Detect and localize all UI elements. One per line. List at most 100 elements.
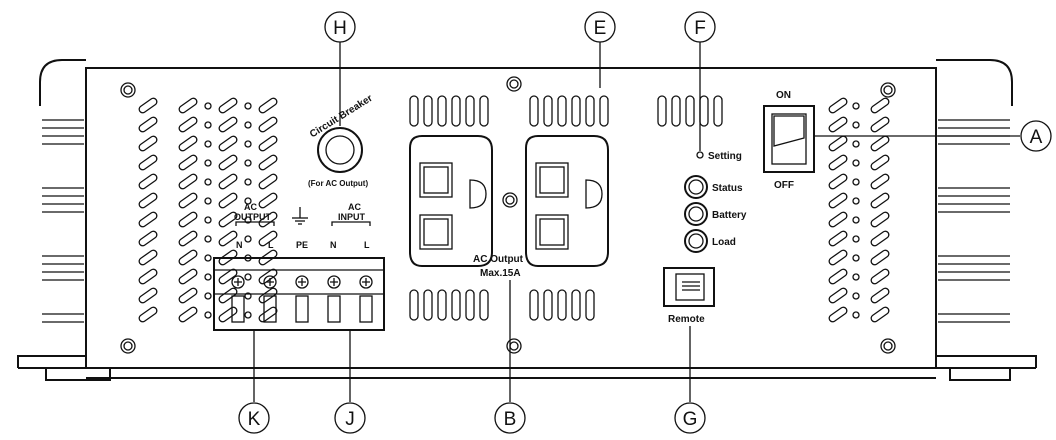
left-cooling-fins (42, 119, 84, 323)
vent-slot (543, 289, 553, 321)
vent-slot (178, 249, 198, 266)
vent-slot (870, 173, 890, 190)
callout-j: J (334, 402, 366, 434)
terminal-screw-icon (295, 275, 309, 323)
ac-output-terminal-label-top: AC (244, 202, 257, 212)
vent-slot (423, 95, 433, 127)
terminal-block (213, 257, 385, 331)
left-vent-slots (138, 97, 278, 323)
svg-text:A: A (1030, 127, 1043, 148)
vent-slot (258, 192, 278, 209)
vent-slot (138, 116, 158, 133)
vent-slot (437, 289, 447, 321)
vent-dot (244, 311, 252, 319)
power-switch (763, 105, 815, 173)
callout-a: A (1020, 120, 1052, 152)
vent-slot (258, 306, 278, 323)
vent-dot (852, 121, 860, 129)
vent-dot (204, 121, 212, 129)
vent-dot (852, 311, 860, 319)
remote-port (663, 267, 715, 307)
setting-label: Setting (708, 151, 742, 162)
terminal-screw-icon (327, 275, 341, 323)
vent-slot (828, 287, 848, 304)
vent-dot (204, 311, 212, 319)
vent-slot (465, 95, 475, 127)
bottom-vent-slots (409, 289, 595, 321)
max-current-label: Max.15A (480, 268, 521, 279)
terminal-l-input: L (364, 240, 370, 250)
vent-slot (178, 268, 198, 285)
vent-slot (870, 211, 890, 228)
vent-slot (828, 135, 848, 152)
battery-led (684, 202, 708, 226)
vent-slot (870, 154, 890, 171)
vent-dot (204, 197, 212, 205)
circuit-breaker-label: Circuit Breaker (308, 93, 375, 140)
callout-g: G (674, 402, 706, 434)
svg-text:B: B (504, 409, 517, 430)
vent-slot (178, 306, 198, 323)
vent-slot (657, 95, 667, 127)
vent-slot (828, 211, 848, 228)
vent-slot (828, 306, 848, 323)
vent-slot (828, 173, 848, 190)
screw-icon (880, 82, 896, 98)
remote-label: Remote (668, 314, 705, 325)
svg-text:J: J (345, 409, 355, 430)
svg-text:F: F (694, 18, 706, 39)
vent-slot (218, 287, 238, 304)
callout-e: E (584, 11, 616, 43)
vent-slot (258, 116, 278, 133)
vent-slot (138, 306, 158, 323)
vent-slot (178, 135, 198, 152)
vent-slot (870, 249, 890, 266)
vent-slot (870, 192, 890, 209)
vent-slot (258, 135, 278, 152)
vent-dot (244, 216, 252, 224)
vent-slot (479, 95, 489, 127)
svg-text:K: K (248, 409, 261, 430)
vent-dot (204, 235, 212, 243)
vent-slot (671, 95, 681, 127)
vent-slot (870, 230, 890, 247)
vent-dot (244, 273, 252, 281)
vent-slot (218, 116, 238, 133)
right-cooling-fins (938, 119, 1010, 323)
vent-dot (852, 216, 860, 224)
vent-slot (178, 211, 198, 228)
vent-dot (244, 178, 252, 186)
vent-dot (852, 273, 860, 281)
off-label: OFF (774, 180, 794, 191)
screw-icon (120, 338, 136, 354)
vent-slot (218, 230, 238, 247)
vent-slot (258, 287, 278, 304)
vent-slot (828, 97, 848, 114)
vent-slot (138, 135, 158, 152)
ac-input-terminal-label-bottom: INPUT (338, 212, 366, 222)
vent-slot (138, 173, 158, 190)
ground-icon (292, 207, 308, 225)
vent-slot (409, 289, 419, 321)
terminal-screw-icon (359, 275, 373, 323)
terminal-screw-icon (231, 275, 245, 323)
vent-slot (685, 95, 695, 127)
vent-slot (178, 154, 198, 171)
ac-input-terminal-label-top: AC (348, 202, 361, 212)
ac-outlet-right (525, 135, 609, 267)
vent-slot (557, 95, 567, 127)
vent-slot (138, 192, 158, 209)
vent-slot (870, 306, 890, 323)
vent-dot (244, 197, 252, 205)
vent-slot (178, 287, 198, 304)
vent-dot (244, 121, 252, 129)
vent-slot (178, 97, 198, 114)
vent-slot (258, 97, 278, 114)
vent-slot (258, 154, 278, 171)
vent-slot (178, 116, 198, 133)
callout-lines (253, 42, 1020, 402)
vent-slot (218, 135, 238, 152)
callout-b: B (494, 402, 526, 434)
vent-dot (204, 159, 212, 167)
right-vent-slots (828, 97, 890, 323)
